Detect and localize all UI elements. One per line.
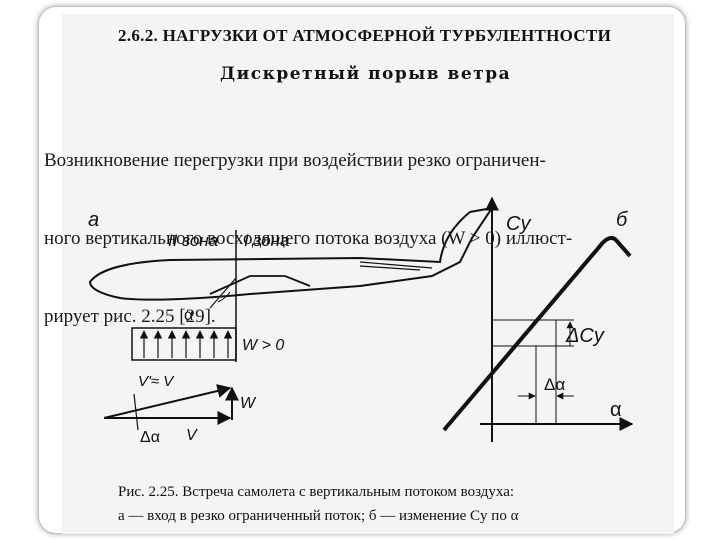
delta-alpha-b-label: Δα [544, 375, 565, 394]
lift-curve [442, 236, 632, 432]
triangle-guide [133, 393, 139, 431]
paragraph-line: Возникновение перегрузки при воздействии… [44, 150, 546, 171]
aircraft-fuselage [88, 206, 495, 301]
velocity-v-prime [103, 384, 232, 419]
v-prime-label: V'≈ V [138, 373, 175, 390]
zone-1-label: I зона [244, 231, 289, 250]
paragraph-line: ного вертикального восходящего потока во… [44, 228, 573, 249]
v-label: V [186, 427, 198, 444]
aircraft-engine [359, 261, 433, 271]
zone-2-label: II зона [168, 231, 218, 250]
cy-axis-label: Cy [506, 213, 531, 235]
figure-caption: Рис. 2.25. Встреча самолета с вертикальн… [118, 480, 638, 528]
caption-line: Рис. 2.25. Встреча самолета с вертикальн… [118, 484, 515, 500]
w-label: W [240, 395, 257, 412]
alpha-label: α [184, 307, 193, 324]
gust-arrows [139, 330, 233, 358]
delta-cy-label: ΔCy [565, 325, 605, 347]
body-paragraph: Возникновение перегрузки при воздействии… [44, 96, 684, 356]
delta-construction [492, 319, 574, 424]
delta-alpha-a-label: Δα [140, 429, 160, 446]
scanned-page [62, 14, 674, 534]
flow-line [209, 277, 237, 309]
section-heading: 2.6.2. НАГРУЗКИ ОТ АТМОСФЕРНОЙ ТУРБУЛЕНТ… [118, 26, 612, 45]
panel-b-label: б [616, 209, 628, 231]
alpha-arc [217, 291, 231, 303]
gust-label: W > 0 [242, 337, 284, 354]
paragraph-line: рирует рис. 2.25 [29]. [44, 306, 216, 327]
alpha-axis-label: α [610, 399, 622, 421]
panel-a-label: а [88, 209, 99, 231]
figure-2-25: а II зона I зона α W > 0 V'≈ V W V Δα Cy… [88, 196, 634, 446]
gust-zone [131, 327, 237, 361]
caption-line: а — вход в резко ограниченный поток; б —… [118, 508, 519, 524]
subsection-heading: Дискретный порыв ветра [220, 64, 512, 84]
